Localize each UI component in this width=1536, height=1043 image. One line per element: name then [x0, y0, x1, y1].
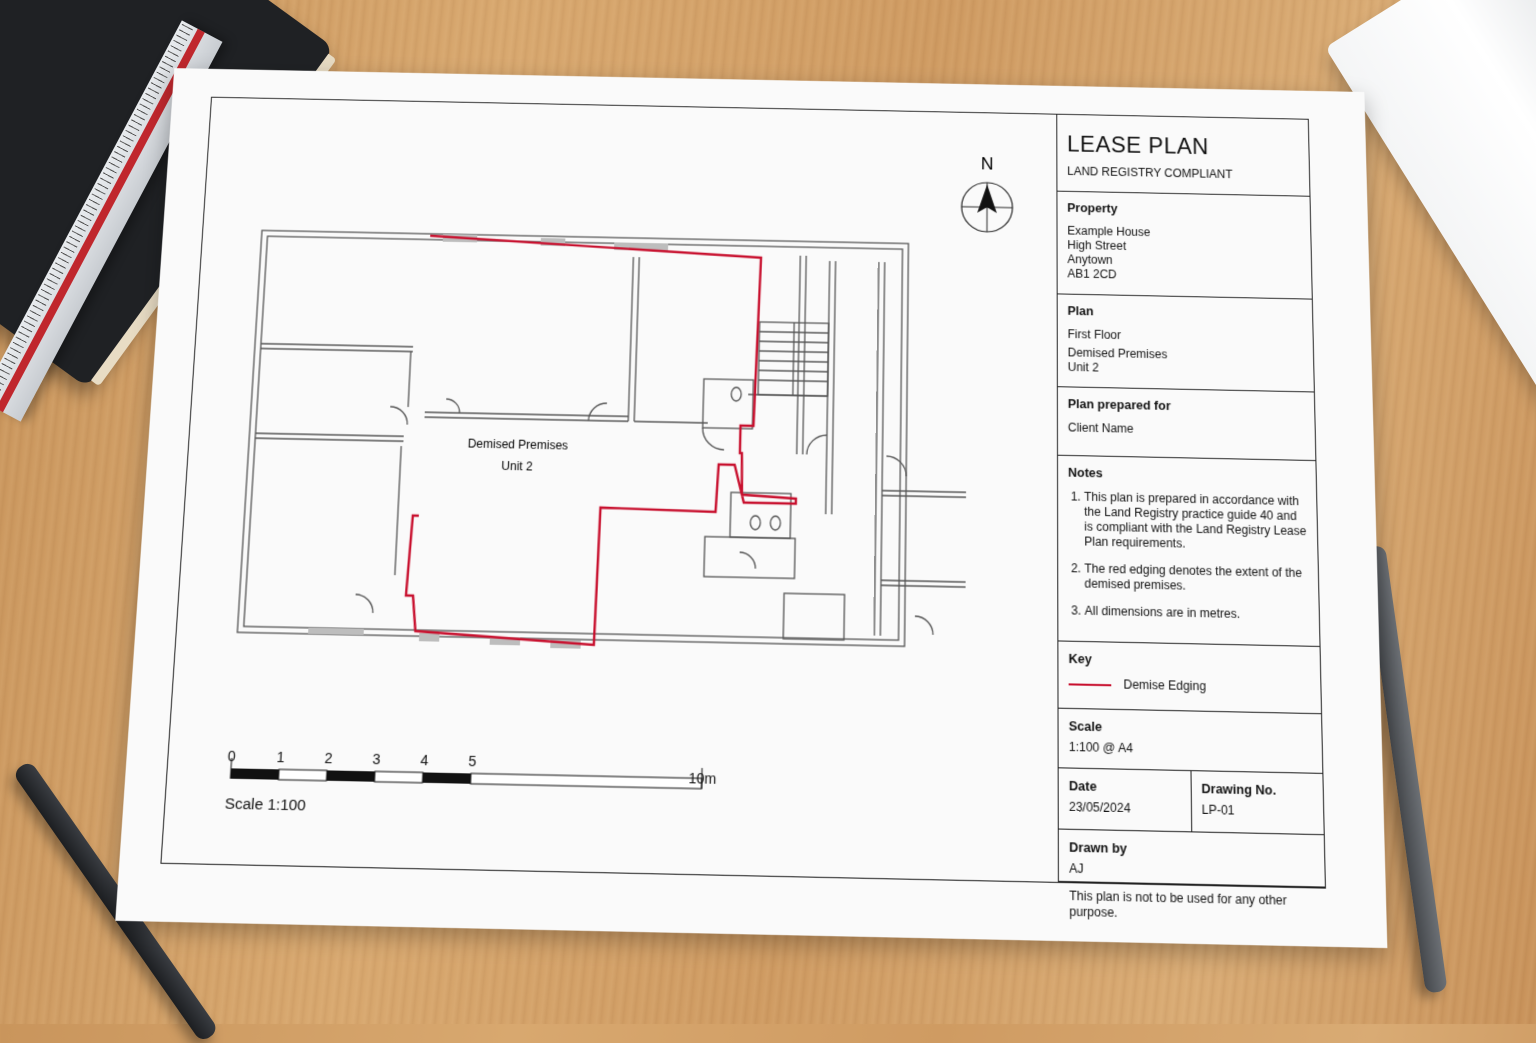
north-label: N	[981, 154, 994, 173]
title-block: LEASE PLAN LAND REGISTRY COMPLIANT Prope…	[1056, 115, 1325, 888]
note-item-2: The red edging denotes the extent of the…	[1084, 561, 1308, 596]
prepared-for-heading: Plan prepared for	[1068, 397, 1305, 416]
drawing-no-cell: Drawing No. LP-01	[1191, 771, 1324, 834]
date-cell: Date 23/05/2024	[1059, 768, 1192, 831]
plan-line-1: First Floor	[1068, 327, 1303, 346]
plan-label-demised: Demised Premises	[467, 437, 568, 452]
scale-cell: Scale 1:100 @ A4	[1059, 709, 1323, 774]
scale-tick-0: 0	[227, 748, 236, 764]
scale-tick-10m: 10m	[688, 771, 716, 787]
notes-cell: Notes This plan is prepared in accordanc…	[1058, 456, 1320, 647]
key-heading: Key	[1069, 652, 1310, 671]
scale-tick-3: 3	[372, 751, 381, 767]
notes-list: This plan is prepared in accordance with…	[1068, 489, 1309, 623]
note-item-1: This plan is prepared in accordance with…	[1084, 490, 1307, 554]
property-cell: Property Example House High Street Anyto…	[1057, 192, 1311, 300]
title-cell: LEASE PLAN LAND REGISTRY COMPLIANT	[1057, 115, 1309, 197]
plan-label-unit: Unit 2	[501, 460, 533, 474]
date-value: 23/05/2024	[1069, 800, 1180, 818]
staircase	[758, 322, 829, 396]
key-cell: Key Demise Edging	[1058, 641, 1321, 714]
drawn-by-cell: Drawn by AJ	[1059, 830, 1325, 888]
property-heading: Property	[1067, 201, 1300, 219]
disclaimer-cell: This plan is not to be used for any othe…	[1059, 882, 1326, 934]
demise-edging-outline	[404, 236, 801, 649]
scale-tick-4: 4	[420, 752, 429, 768]
scale-tick-5: 5	[468, 754, 477, 770]
demise-edging-swatch	[1069, 683, 1112, 686]
floor-plan-drawing: N	[161, 98, 1056, 882]
plan-cell: Plan First Floor Demised Premises Unit 2	[1058, 294, 1314, 392]
prepared-for-cell: Plan prepared for Client Name	[1058, 387, 1316, 461]
scale-heading: Scale	[1069, 719, 1312, 738]
scale-tick-2: 2	[324, 750, 333, 766]
notes-heading: Notes	[1068, 466, 1306, 485]
north-arrow-icon	[961, 182, 1012, 232]
drawn-by-value: AJ	[1069, 861, 1314, 882]
note-item-3: All dimensions are in metres.	[1085, 604, 1309, 624]
plan-subtitle: LAND REGISTRY COMPLIANT	[1067, 164, 1299, 182]
prepared-for-value: Client Name	[1068, 421, 1305, 441]
drawn-by-heading: Drawn by	[1069, 840, 1314, 860]
plan-heading: Plan	[1068, 304, 1303, 322]
plan-title: LEASE PLAN	[1067, 132, 1299, 162]
scale-value: 1:100 @ A4	[1069, 740, 1312, 761]
drawing-no-value: LP-01	[1202, 802, 1314, 820]
scale-tick-1: 1	[276, 749, 285, 765]
building-walls	[237, 230, 967, 647]
date-drawing-row: Date 23/05/2024 Drawing No. LP-01	[1059, 768, 1324, 835]
key-label: Demise Edging	[1123, 677, 1206, 693]
scale-bar	[230, 758, 702, 789]
drawing-border: N	[160, 97, 1326, 889]
drawing-no-heading: Drawing No.	[1201, 782, 1312, 799]
disclaimer-text: This plan is not to be used for any othe…	[1069, 888, 1315, 925]
lease-plan-sheet: N	[115, 68, 1387, 948]
scale-caption: Scale 1:100	[224, 796, 306, 815]
date-heading: Date	[1069, 779, 1180, 796]
